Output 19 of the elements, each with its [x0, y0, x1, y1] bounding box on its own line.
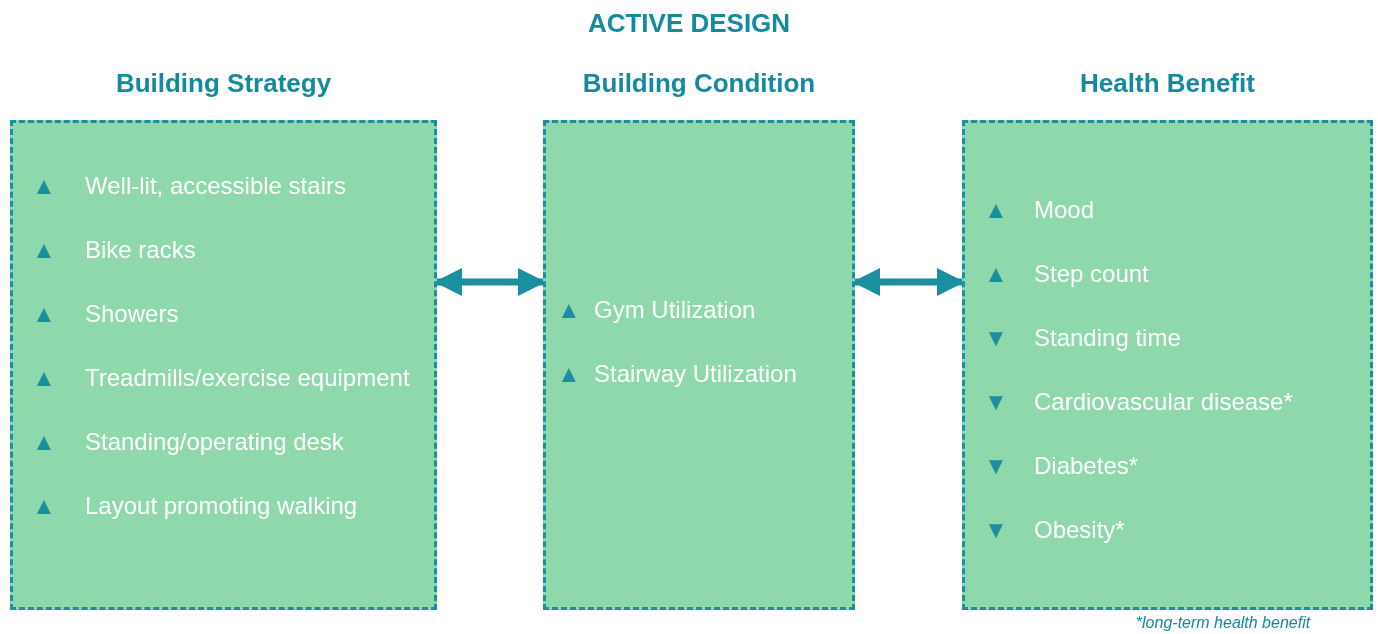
list-item: ▼ Diabetes* — [983, 451, 1140, 481]
list-item: ▲ Showers — [31, 299, 180, 329]
list-item: ▲ Layout promoting walking — [31, 491, 359, 521]
list-item: ▼ Obesity* — [983, 515, 1126, 545]
column-heading: Building Condition — [581, 68, 817, 99]
list-item: ▲ Bike racks — [31, 235, 197, 265]
footnote: *long-term health benefit — [1134, 614, 1312, 632]
list-item: ▲ Step count — [983, 259, 1150, 289]
list-item: ▲ Standing/operating desk — [31, 427, 345, 457]
list-item: ▲ Mood — [983, 195, 1096, 225]
list-item: ▲ Well-lit, accessible stairs — [31, 171, 347, 201]
list-item: ▼ Standing time — [983, 323, 1182, 353]
list-item: ▼ Cardiovascular disease* — [983, 387, 1294, 417]
list-item: ▲ Treadmills/exercise equipment — [31, 363, 411, 393]
list-item: ▲ Stairway Utilization — [556, 359, 798, 389]
column-heading: Building Strategy — [114, 68, 333, 99]
column-heading: Health Benefit — [1079, 68, 1256, 99]
list-item: ▲ Gym Utilization — [556, 295, 757, 325]
diagram-title: ACTIVE DESIGN — [586, 8, 792, 39]
